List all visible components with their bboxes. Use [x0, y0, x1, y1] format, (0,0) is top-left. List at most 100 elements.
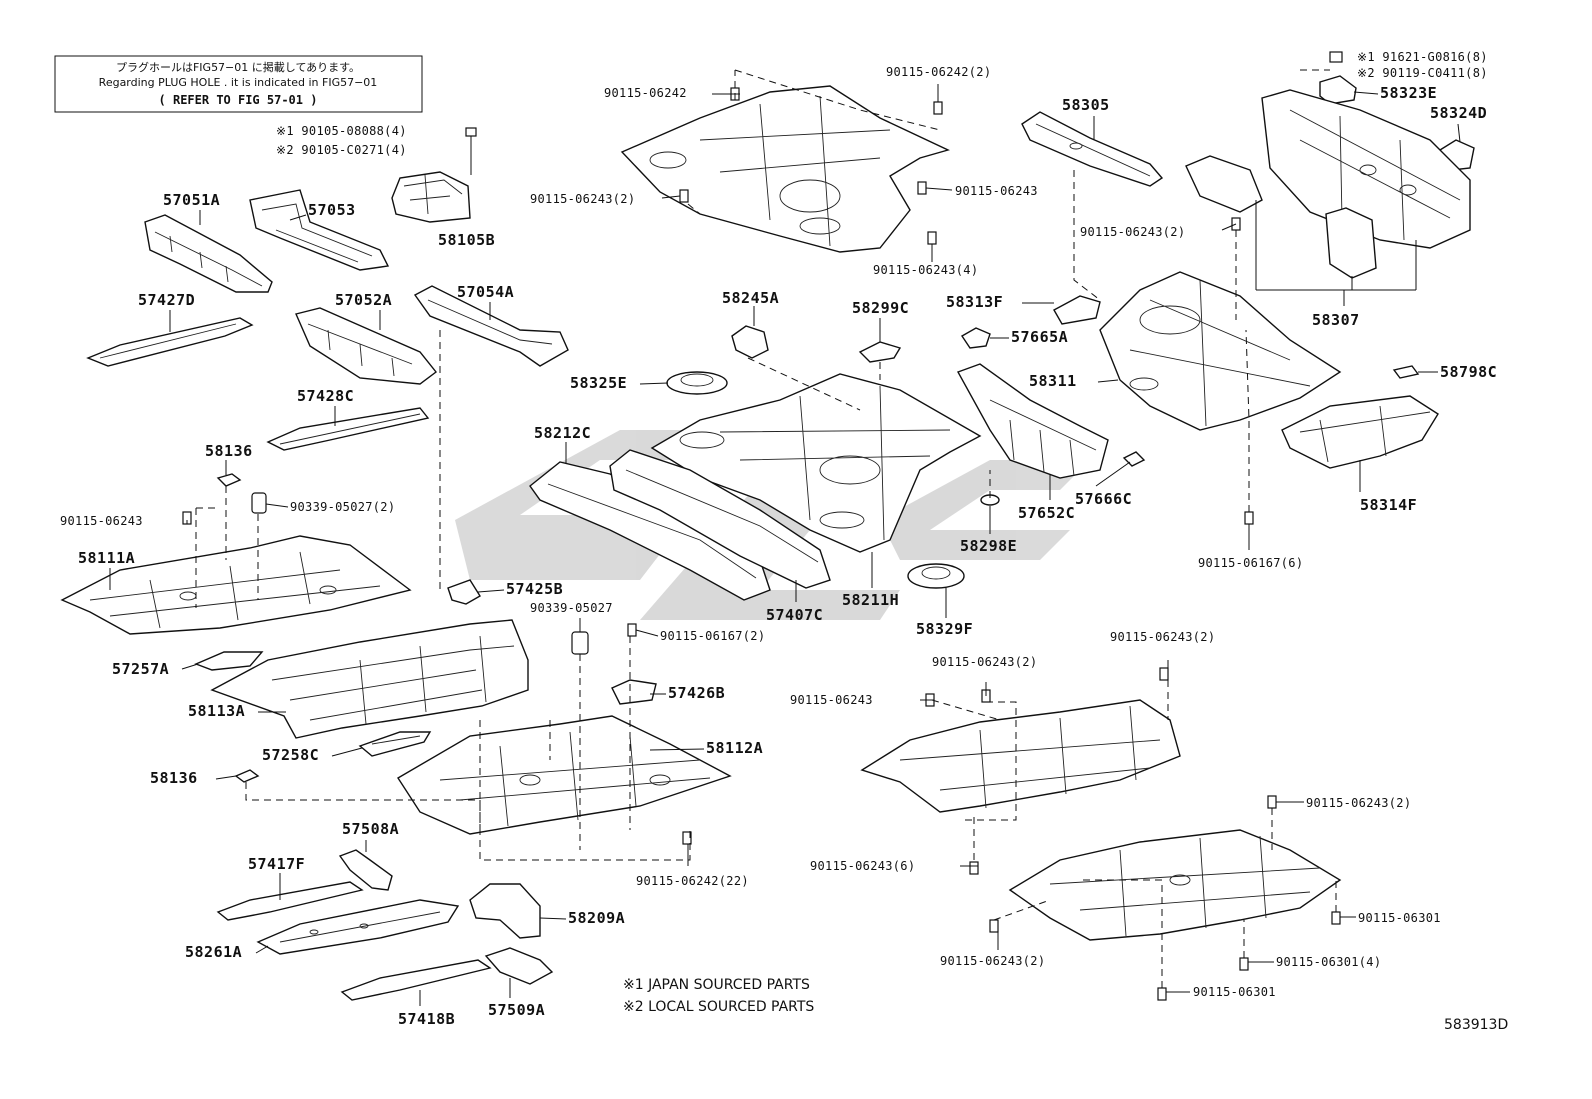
part-label-l-90115-l: 90115-06243	[60, 514, 143, 528]
part-58105b	[391, 171, 471, 223]
plug-90339-center	[571, 631, 589, 655]
legend-japan: ※1 JAPAN SOURCED PARTS	[623, 977, 810, 993]
part-57051a	[144, 214, 273, 293]
part-57428c	[266, 407, 430, 451]
part-label-l-90105-1: ※1 90105-08088(4)	[276, 124, 407, 138]
part-57417f	[216, 881, 364, 921]
part-label-l-90115-06242-2: 90115-06242(2)	[886, 65, 991, 79]
part-label-l-90119: ※2 90119-C0411(8)	[1357, 66, 1488, 80]
part-label-l-58261a: 58261A	[185, 943, 242, 961]
part-label-l-90115-06301-4: 90115-06301(4)	[1276, 955, 1381, 969]
part-label-l-58323e: 58323E	[1380, 84, 1437, 102]
legend: ※1 JAPAN SOURCED PARTS ※2 LOCAL SOURCED …	[623, 977, 814, 1015]
part-label-l-57509a: 57509A	[488, 1001, 545, 1019]
part-58212c	[529, 461, 771, 601]
part-58261a	[256, 899, 460, 955]
part-label-l-57258c: 57258C	[262, 746, 319, 764]
leader-lines	[109, 84, 1461, 1006]
part-label-l-90339a: 90339-05027(2)	[290, 500, 395, 514]
part-label-l-90115-06243-2e: 90115-06243(2)	[1306, 796, 1411, 810]
part-label-l-57051a: 57051A	[163, 191, 220, 209]
part-58211h	[650, 373, 982, 553]
part-label-l-57665a: 57665A	[1011, 328, 1068, 346]
bolt-90105	[465, 127, 477, 175]
part-label-l-90115-06243-2b: 90115-06243(2)	[1080, 225, 1185, 239]
part-58113a	[210, 619, 529, 739]
part-label-l-57425b: 57425B	[506, 580, 563, 598]
part-label-l-58212c: 58212C	[534, 424, 591, 442]
part-label-l-58798c: 58798C	[1440, 363, 1497, 381]
part-label-l-57652c: 57652C	[1018, 504, 1075, 522]
part-label-l-57407c: 57407C	[766, 606, 823, 624]
part-label-l-58113a: 58113A	[188, 702, 245, 720]
note-line-jp: プラグホールはFIG57−01 に掲載してあります。	[116, 60, 360, 74]
part-label-l-90115-06243-2f: 90115-06243(2)	[940, 954, 1045, 968]
part-label-l-58105b: 58105B	[438, 231, 495, 249]
figure-code: 583913D	[1444, 1017, 1508, 1033]
part-57418b	[340, 959, 492, 1001]
part-label-l-57257a: 57257A	[112, 660, 169, 678]
part-label-l-58311: 58311	[1029, 372, 1077, 390]
part-label-l-90115-06243-4: 90115-06243(4)	[873, 263, 978, 277]
part-58112a	[397, 715, 732, 835]
part-58209a	[469, 883, 541, 939]
part-57407c	[609, 449, 831, 589]
part-57652c	[956, 363, 1109, 479]
part-label-l-90115-06167-6: 90115-06167(6)	[1198, 556, 1303, 570]
part-label-l-58209a: 58209A	[568, 909, 625, 927]
bolt-91621	[1329, 51, 1343, 63]
part-58329f	[907, 563, 965, 589]
note-box: プラグホールはFIG57−01 に掲載してあります。 Regarding PLU…	[54, 55, 423, 113]
part-label-l-90115-06243-2d: 90115-06243(2)	[932, 655, 1037, 669]
part-57052a	[295, 307, 437, 385]
part-label-l-90105-2: ※2 90105-C0271(4)	[276, 143, 407, 157]
part-label-l-58112a: 58112A	[706, 739, 763, 757]
part-label-l-58314f: 58314F	[1360, 496, 1417, 514]
part-57054a	[413, 285, 569, 367]
part-label-l-57428c: 57428C	[297, 387, 354, 405]
part-57665a	[961, 327, 991, 349]
part-58136-bottom	[234, 769, 260, 783]
part-label-l-57053: 57053	[308, 201, 356, 219]
part-label-l-90115-06242: 90115-06242	[604, 86, 687, 100]
part-58325e	[666, 371, 728, 395]
part-57509a	[484, 947, 554, 985]
part-58305	[1021, 111, 1164, 187]
part-label-l-90115-06243-6: 90115-06243(6)	[810, 859, 915, 873]
part-57427d	[86, 317, 254, 367]
part-label-l-57417f: 57417F	[248, 855, 305, 873]
part-58314f	[1281, 395, 1439, 469]
part-label-l-58211h: 58211H	[842, 591, 899, 609]
part-57258c	[358, 731, 432, 757]
part-58313f	[1053, 295, 1101, 325]
part-57257a	[194, 651, 264, 671]
part-58245a	[731, 325, 769, 359]
part-label-l-58324d: 58324D	[1430, 104, 1487, 122]
part-label-l-57427d: 57427D	[138, 291, 195, 309]
part-58299c	[858, 341, 902, 363]
part-label-l-90115-06242-22: 90115-06242(22)	[636, 874, 749, 888]
part-57426b	[611, 679, 657, 705]
part-label-l-58136a: 58136	[205, 442, 253, 460]
part-58798c	[1392, 365, 1420, 379]
part-label-l-57054a: 57054A	[457, 283, 514, 301]
part-label-l-90115-06243-e: 90115-06243	[790, 693, 873, 707]
part-57508a	[338, 849, 393, 891]
part-58136-top	[216, 473, 242, 487]
part-upper-center-floor	[620, 85, 950, 253]
part-label-l-90115-06243-c: 90115-06243	[955, 184, 1038, 198]
part-label-l-58111a: 58111A	[78, 549, 135, 567]
part-label-l-58298e: 58298E	[960, 537, 1017, 555]
plug-90339-top	[251, 492, 267, 514]
part-57053	[249, 189, 390, 271]
part-lower-right-floor-upper	[860, 699, 1181, 813]
part-label-l-57666c: 57666C	[1075, 490, 1132, 508]
part-58311	[1099, 271, 1342, 431]
part-label-l-90115-06167-2: 90115-06167(2)	[660, 629, 765, 643]
part-label-l-58307: 58307	[1312, 311, 1360, 329]
part-lower-right-floor-lower	[1008, 829, 1342, 941]
part-label-l-90339b: 90339-05027	[530, 601, 613, 615]
part-57425b	[447, 579, 481, 605]
